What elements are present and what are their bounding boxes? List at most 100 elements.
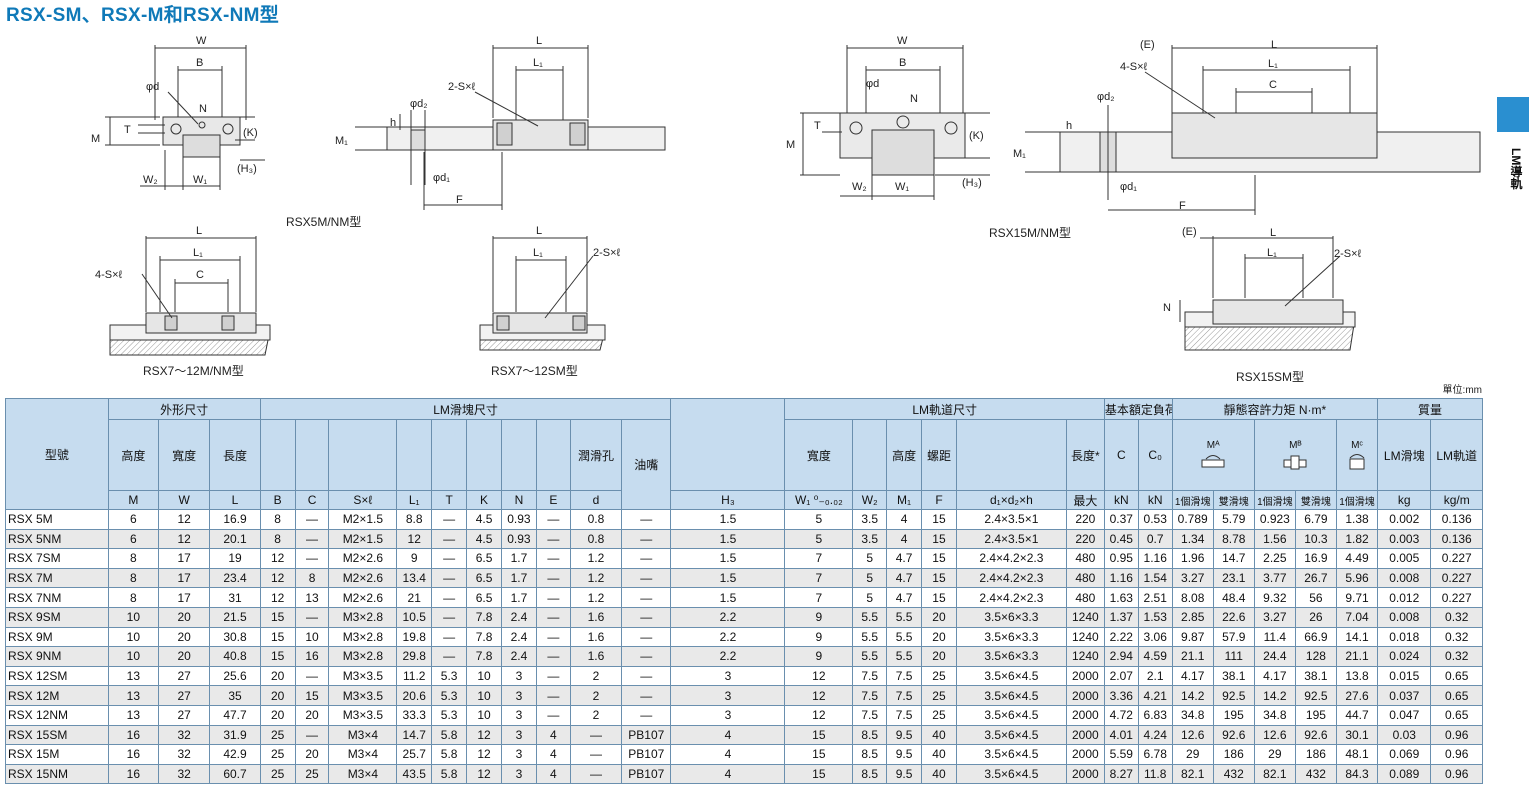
value-cell: — — [621, 567, 672, 589]
value-cell: 12 — [466, 744, 502, 765]
value-cell: 3 — [500, 763, 537, 785]
header-pitch: 螺距 — [921, 419, 957, 491]
value-cell: 13.8 — [1335, 665, 1379, 687]
sym-L1: L₁ — [396, 490, 433, 510]
value-cell: — — [535, 528, 571, 550]
value-cell: 0.037 — [1377, 685, 1432, 706]
value-cell: 32 — [157, 724, 211, 746]
label-C: C — [196, 269, 204, 281]
label-phid: φd — [146, 81, 159, 93]
value-cell: 1.96 — [1171, 548, 1214, 569]
model-cell: RSX 12M — [5, 685, 109, 706]
label-MB: Mᴮ — [1289, 439, 1302, 451]
value-cell: 8 — [107, 587, 160, 608]
value-cell: 0.7 — [1137, 528, 1173, 550]
value-cell: 16 — [107, 724, 160, 746]
value-cell: 42.9 — [209, 744, 261, 765]
value-cell: 82.1 — [1171, 763, 1214, 785]
value-cell: 5.5 — [886, 626, 923, 648]
value-cell: M2×2.6 — [328, 567, 398, 589]
value-cell: 20 — [921, 626, 957, 648]
sym-T: T — [431, 490, 468, 510]
value-cell: 9.71 — [1335, 587, 1379, 608]
value-cell: 20 — [259, 685, 296, 706]
label-W2: W₂ — [852, 181, 867, 193]
two-block: 雙滑塊 — [1212, 490, 1255, 510]
header-mass: 質量 — [1377, 398, 1483, 420]
label-4Sl: 4-S×ℓ — [95, 269, 123, 281]
value-cell: 32 — [157, 763, 211, 785]
two-block: 雙滑塊 — [1294, 490, 1337, 510]
label-F: F — [1179, 200, 1186, 212]
value-cell: 2000 — [1065, 685, 1105, 706]
value-cell: 5.8 — [431, 724, 468, 746]
value-cell: 20 — [157, 626, 211, 648]
section-side-label: LM導軌 — [1509, 148, 1523, 190]
model-cell: RSX 15M — [5, 744, 109, 765]
value-cell: 7.8 — [466, 606, 502, 628]
value-cell: 4.17 — [1171, 665, 1214, 687]
header-rail-height: 高度 — [886, 419, 923, 491]
rsx15-side-drawing — [1025, 45, 1481, 215]
page-title: RSX-SM、RSX-M和RSX-NM型 — [6, 5, 280, 26]
value-cell: 480 — [1065, 548, 1105, 569]
value-cell: 12.6 — [1171, 724, 1214, 746]
value-cell: 21.1 — [1171, 646, 1214, 667]
value-cell: 38.1 — [1294, 665, 1337, 687]
value-cell: — — [621, 509, 672, 530]
value-cell: 4.49 — [1335, 548, 1379, 569]
value-cell: 3 — [500, 744, 537, 765]
spec-table: 型號 外形尺寸 LM滑塊尺寸 LM軌道尺寸 基本額定負荷 靜態容許力矩 N·m*… — [5, 398, 1483, 785]
header-load: 基本額定負荷 — [1103, 398, 1173, 420]
value-cell: 10.3 — [1294, 528, 1337, 550]
value-cell: 48.4 — [1212, 587, 1255, 608]
sym-F: F — [921, 490, 957, 510]
label-L1: L₁ — [533, 57, 543, 69]
value-cell: 11.8 — [1137, 763, 1173, 785]
value-cell: 1240 — [1065, 646, 1105, 667]
value-cell: 6.79 — [1294, 509, 1337, 530]
value-cell: 20.1 — [209, 528, 261, 550]
sym-C: C — [294, 490, 330, 510]
value-cell: 24.4 — [1253, 646, 1296, 667]
one-block: 1個滑塊 — [1335, 490, 1379, 510]
value-cell: 1.6 — [569, 626, 623, 648]
sym-E: E — [535, 490, 571, 510]
value-cell: 19 — [209, 548, 261, 569]
value-cell: 10 — [466, 704, 502, 726]
value-cell: 4 — [535, 724, 571, 746]
value-cell: 432 — [1294, 763, 1337, 785]
value-cell: 128 — [1294, 646, 1337, 667]
value-cell: 23.4 — [209, 567, 261, 589]
value-cell: — — [569, 724, 623, 746]
value-cell: 3 — [500, 685, 537, 706]
value-cell: 15 — [921, 548, 957, 569]
sym-W1: W₁ ⁰₋₀.₀₂ — [784, 490, 854, 510]
rsx5-side-drawing — [355, 45, 666, 210]
rsx15sm-labels: (E) L L₁ 2-S×ℓ N — [1163, 226, 1362, 314]
rsx7-12-drawing — [109, 236, 271, 356]
value-cell: 0.005 — [1377, 548, 1432, 569]
value-cell: 5.5 — [852, 626, 888, 648]
value-cell: 6.5 — [466, 548, 502, 569]
value-cell: 480 — [1065, 567, 1105, 589]
sym-max: 最大 — [1065, 490, 1105, 510]
value-cell: 9 — [784, 606, 854, 628]
value-cell: 2.25 — [1253, 548, 1296, 569]
header-empty — [259, 419, 296, 491]
value-cell: 92.6 — [1294, 724, 1337, 746]
value-cell: 8.5 — [852, 744, 888, 765]
value-cell: 3.06 — [1137, 626, 1173, 648]
value-cell: 2.51 — [1137, 587, 1173, 608]
label-phid: φd — [866, 78, 879, 90]
value-cell: 12 — [466, 763, 502, 785]
value-cell: 4 — [886, 528, 923, 550]
value-cell: 13 — [107, 704, 160, 726]
header-mass-rail: LM軌道 — [1430, 419, 1483, 491]
